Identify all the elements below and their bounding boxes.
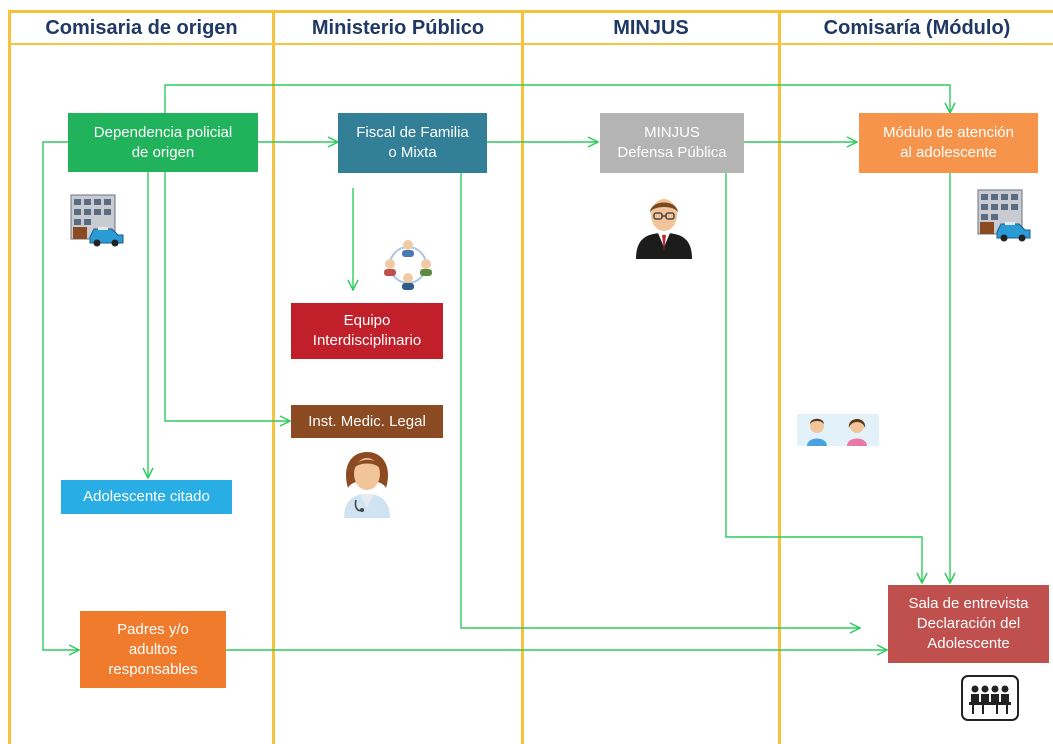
node-text-line: adultos	[128, 640, 178, 658]
node-dependencia-policial: Dependencia policial de origen	[68, 113, 258, 172]
node-text-line: o Mixta	[388, 144, 437, 161]
arrow-dependencia-to-modulo	[164, 84, 950, 113]
node-padres-responsables: Padres y/o adultos responsables	[80, 611, 226, 688]
arrow-dependencia-to-medicina	[164, 172, 290, 421]
lane-divider	[521, 10, 524, 744]
node-text-line: Adolescente citado	[83, 488, 210, 505]
defender-person-icon	[636, 199, 692, 259]
node-text-line: MINJUS	[644, 124, 700, 141]
node-text-line: Dependencia policial	[93, 123, 233, 141]
node-text-line: responsables	[108, 660, 198, 678]
node-text-line: Módulo de atención	[883, 124, 1014, 141]
arrow-minjus-to-sala	[725, 173, 922, 583]
node-text-line: de origen	[131, 143, 195, 161]
lanes-header-border	[10, 43, 1053, 45]
lane-title-comisaria-origen: Comisaria de origen	[45, 16, 238, 39]
lane-divider	[778, 10, 781, 744]
node-medicina-legal: Inst. Medic. Legal	[291, 405, 443, 438]
node-text-line: Adolescente	[927, 635, 1010, 652]
node-adolescente-citado: Adolescente citado	[61, 480, 232, 514]
arrow-dependencia-to-padres	[42, 141, 79, 650]
node-text-line: Sala de entrevista	[908, 595, 1029, 612]
arrow-fiscal-to-sala	[460, 173, 860, 628]
lane-title-minjus: MINJUS	[613, 16, 689, 39]
node-equipo-interdisciplinario: Equipo Interdisciplinario	[291, 303, 443, 359]
police-station-icon	[70, 194, 124, 247]
node-fiscal-familia: Fiscal de Familia o Mixta	[338, 113, 487, 173]
node-text-line: Fiscal de Familia	[356, 124, 469, 141]
meeting-room-icon	[961, 675, 1019, 721]
doctor-icon	[344, 452, 390, 518]
node-text-line: Defensa Pública	[617, 144, 727, 161]
node-sala-entrevista: Sala de entrevista Declaración del Adole…	[888, 585, 1049, 663]
lanes-top-border	[10, 10, 1053, 13]
node-modulo-atencion: Módulo de atención al adolescente	[859, 113, 1038, 173]
node-text-line: Padres y/o	[117, 620, 189, 638]
node-text-line: Equipo	[343, 312, 391, 329]
node-minjus-defensa: MINJUS Defensa Pública	[600, 113, 744, 173]
node-text-line: Inst. Medic. Legal	[308, 412, 426, 430]
police-station-icon	[977, 189, 1031, 242]
lane-divider	[8, 10, 11, 744]
team-circle-icon	[384, 240, 432, 290]
node-text-line: Interdisciplinario	[312, 332, 422, 349]
node-text-line: al adolescente	[900, 144, 997, 161]
lane-title-ministerio-publico: Ministerio Público	[311, 16, 485, 39]
children-icon	[797, 414, 879, 446]
node-text-line: Declaración del	[916, 615, 1021, 632]
lane-divider	[272, 10, 275, 744]
lane-title-comisaria-modulo: Comisaría (Módulo)	[823, 16, 1011, 39]
